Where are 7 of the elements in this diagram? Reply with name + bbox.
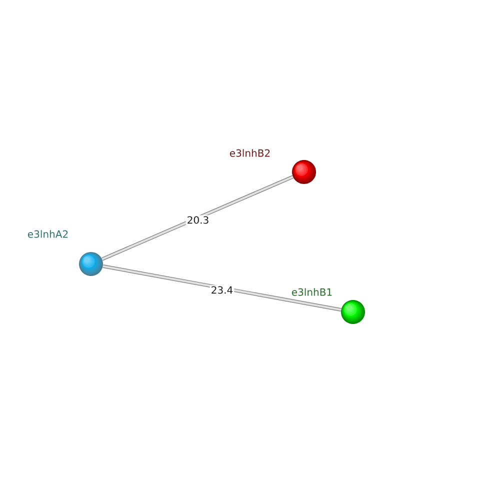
edge-label: 23.4 (210, 285, 234, 295)
edge-label: 20.3 (186, 215, 210, 225)
node-label: e3lnhB2 (230, 149, 270, 157)
node-label: e3lnhB1 (292, 288, 332, 296)
connector-line (102, 264, 342, 312)
node-label: e3lnhA2 (28, 230, 68, 238)
connector-line (102, 175, 294, 261)
